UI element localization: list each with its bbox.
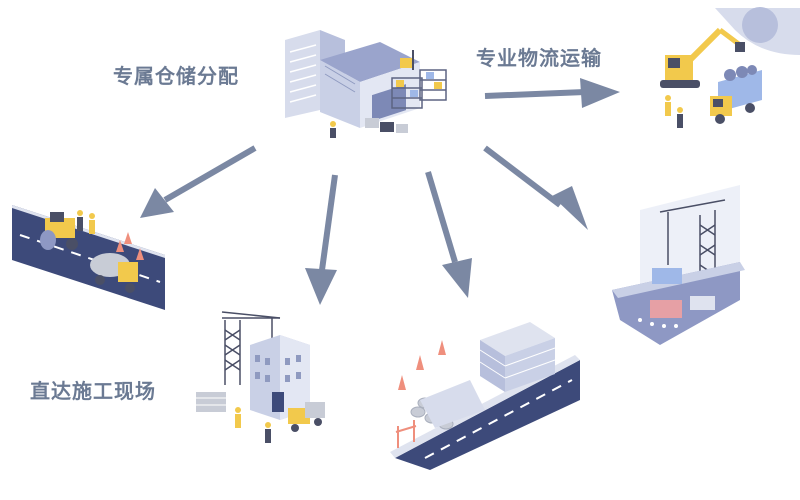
brick-stack-icon — [196, 392, 226, 412]
label-direct-to-site: 直达施工现场 — [30, 379, 156, 403]
road-roller-icon — [12, 205, 165, 310]
arrow-to-pipe-yard — [425, 171, 472, 298]
arrow-to-logistics — [484, 78, 620, 108]
pipe-stack-icon — [410, 380, 485, 430]
construction-tower-icon — [196, 311, 325, 443]
label-warehouse-allocation: 专属仓储分配 — [113, 64, 239, 88]
traffic-cone-icon — [398, 340, 446, 390]
cargo-ship-icon — [612, 185, 745, 345]
label-logistics-transport: 专业物流运输 — [476, 46, 602, 70]
flow-arrows — [140, 78, 620, 305]
arrow-to-tower — [305, 174, 338, 305]
pipe-yard-icon — [390, 322, 580, 470]
dump-truck-icon — [665, 65, 762, 128]
small-truck-icon — [288, 402, 325, 432]
arrow-to-ship — [483, 145, 588, 230]
concrete-slab-stack-icon — [479, 322, 556, 392]
barrier-icon — [395, 420, 417, 448]
crane-icon — [221, 311, 281, 385]
excavator-icon — [660, 7, 800, 88]
worker-icon — [665, 95, 683, 128]
cement-truck-icon — [90, 253, 138, 293]
arrow-to-road-roller — [140, 145, 257, 218]
warehouse-icon — [285, 30, 447, 138]
traffic-cone-icon — [116, 232, 144, 260]
